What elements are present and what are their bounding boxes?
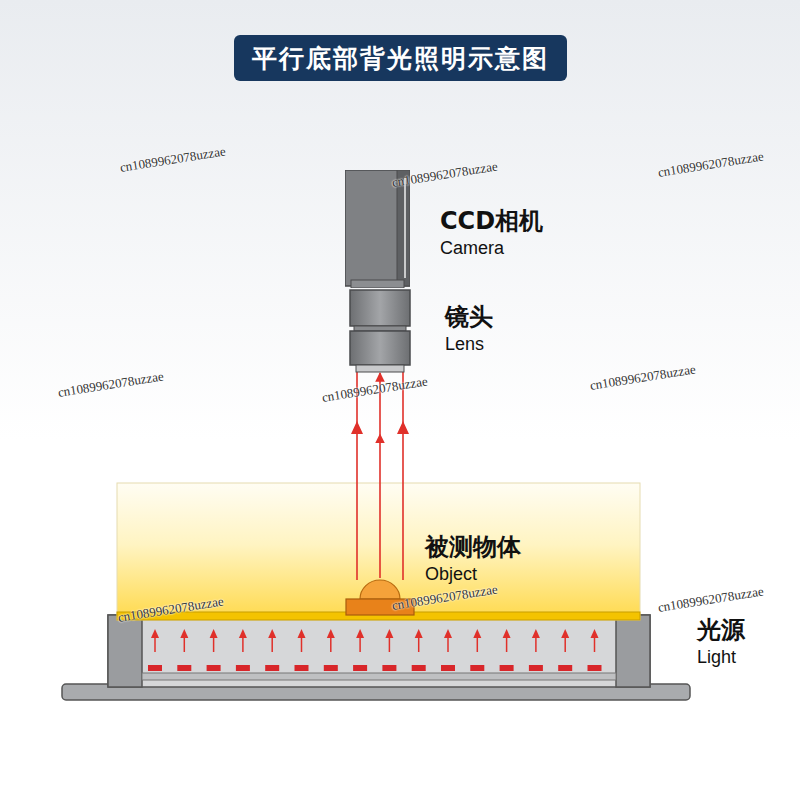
part-name-cn: CCD相机 <box>440 206 543 236</box>
light-ray <box>402 372 404 580</box>
housing-post <box>108 615 142 687</box>
led <box>412 665 426 671</box>
led <box>588 665 602 671</box>
part-name-en: Lens <box>445 332 493 356</box>
watermark: cn1089962078uzzae <box>657 148 765 181</box>
watermark: cn1089962078uzzae <box>391 158 499 191</box>
light-arrow <box>154 636 156 652</box>
watermark: cn1089962078uzzae <box>657 583 765 616</box>
led-board <box>142 673 616 680</box>
light-arrow-head <box>415 629 423 638</box>
led <box>353 665 367 671</box>
light-arrow-head <box>561 629 569 638</box>
light-arrow-head <box>239 629 247 638</box>
light-arrow-head <box>298 629 306 638</box>
light-arrow-head <box>268 629 276 638</box>
light-arrow <box>506 636 508 652</box>
light-arrow <box>447 636 449 652</box>
part-name-cn: 被测物体 <box>425 532 521 562</box>
led-row <box>148 665 602 671</box>
part-name-cn: 光源 <box>697 615 745 645</box>
housing-post <box>616 615 650 687</box>
light-arrow-head <box>151 629 159 638</box>
light-arrow-head <box>503 629 511 638</box>
led <box>324 665 338 671</box>
light-arrows <box>151 629 599 652</box>
led <box>558 665 572 671</box>
led <box>500 665 514 671</box>
light-arrow <box>184 636 186 652</box>
light-source: 光源Light <box>108 615 650 687</box>
watermark: cn1089962078uzzae <box>119 143 227 176</box>
light-arrow-head <box>444 629 452 638</box>
part-name-cn: 镜头 <box>445 302 493 332</box>
led <box>295 665 309 671</box>
light-arrow <box>418 636 420 652</box>
light-arrow <box>271 636 273 652</box>
label-group: CCD相机Camera <box>440 206 543 260</box>
title-text: 平行底部背光照明示意图 <box>252 42 549 75</box>
light-ray <box>379 373 381 578</box>
led <box>148 665 162 671</box>
led <box>265 665 279 671</box>
watermark: cn1089962078uzzae <box>57 368 165 401</box>
light-arrow <box>213 636 215 652</box>
label-group: 镜头Lens <box>445 302 493 356</box>
part-name-en: Light <box>697 645 745 669</box>
part-name-en: Camera <box>440 236 543 260</box>
label-group: 被测物体Object <box>425 532 521 586</box>
label-group: 光源Light <box>697 615 745 669</box>
title-banner: 平行底部背光照明示意图 <box>234 35 567 81</box>
led <box>382 665 396 671</box>
light-arrow-head <box>356 629 364 638</box>
lens-shape <box>348 288 412 373</box>
light-ray <box>356 372 358 580</box>
lens-assembly: 镜头Lens <box>348 288 412 373</box>
led <box>177 665 191 671</box>
light-arrow <box>535 636 537 652</box>
light-arrow-head <box>210 629 218 638</box>
light-arrow-head <box>591 629 599 638</box>
light-arrow-head <box>473 629 481 638</box>
light-arrow <box>359 636 361 652</box>
light-arrow <box>594 636 596 652</box>
led <box>441 665 455 671</box>
led <box>529 665 543 671</box>
led <box>470 665 484 671</box>
light-arrow <box>564 636 566 652</box>
watermark: cn1089962078uzzae <box>321 373 429 406</box>
led <box>236 665 250 671</box>
light-arrow <box>242 636 244 652</box>
light-arrow-head <box>327 629 335 638</box>
watermark: cn1089962078uzzae <box>589 361 697 394</box>
part-name-en: Object <box>425 562 521 586</box>
led <box>207 665 221 671</box>
light-arrow <box>477 636 479 652</box>
light-arrow <box>301 636 303 652</box>
light-arrow-head <box>532 629 540 638</box>
light-arrow <box>330 636 332 652</box>
light-arrow-head <box>385 629 393 638</box>
light-arrow <box>389 636 391 652</box>
light-housing <box>108 615 650 687</box>
light-arrow-head <box>180 629 188 638</box>
